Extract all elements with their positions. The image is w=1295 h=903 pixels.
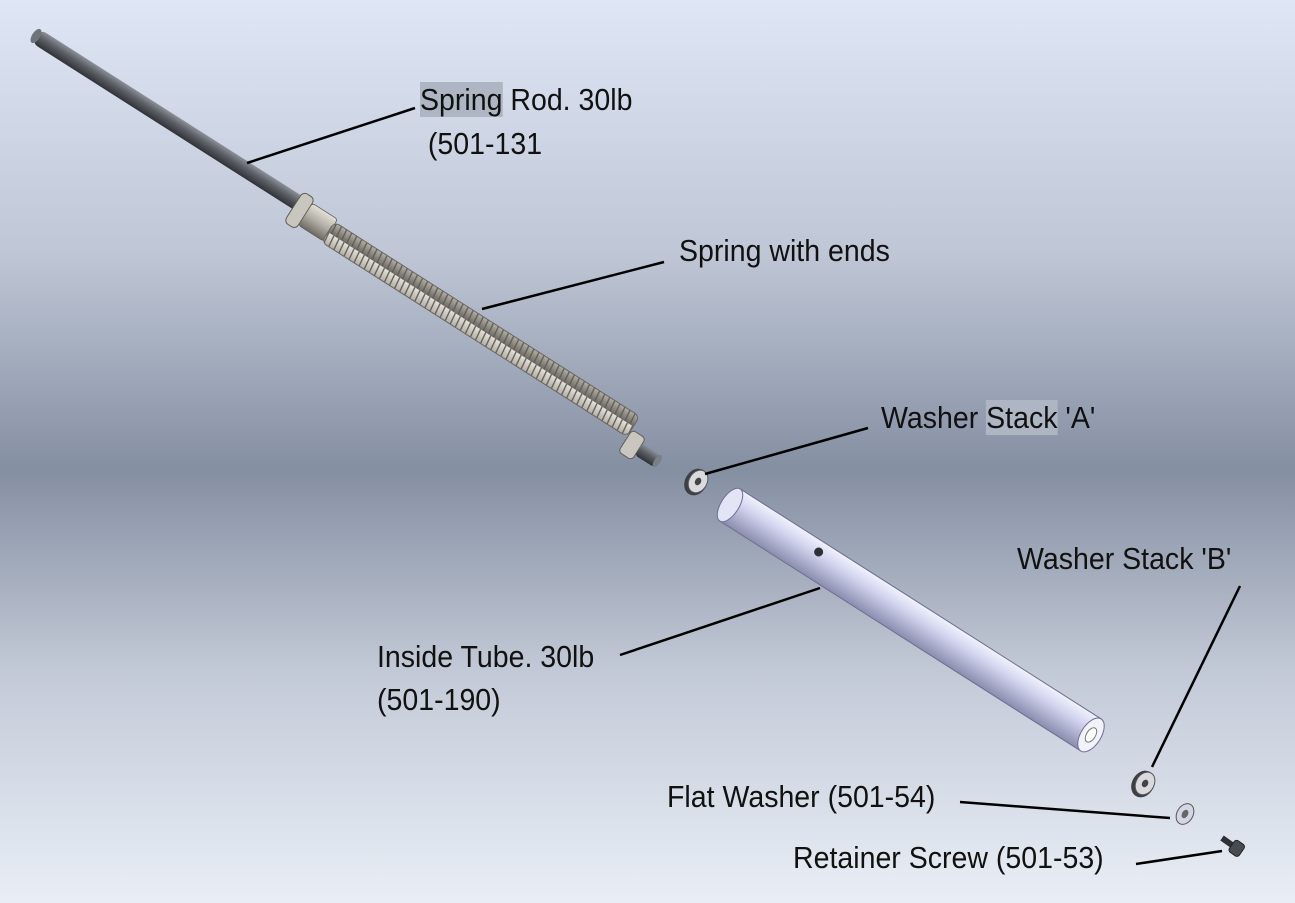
leader-washer-stack-a: [704, 426, 869, 476]
label-flat-washer: Flat Washer (501-54): [667, 779, 936, 814]
label-spring-rod-part: (501-131: [420, 126, 543, 161]
leader-spring-with-ends: [481, 260, 665, 311]
retainer-screw-shape: [1220, 835, 1245, 857]
spring-upper-end-cap: [285, 192, 337, 241]
label-washer-stack-a-pre: Washer: [881, 400, 987, 435]
washer-stack-a-shape: [684, 468, 709, 496]
spring-coil-shape: [323, 223, 638, 435]
label-washer-stack-a-highlight: Stack: [986, 400, 1058, 435]
label-spring-rod-rest: Rod. 30lb: [502, 82, 633, 117]
leader-inside-tube: [619, 586, 821, 657]
leader-washer-stack-b: [1150, 585, 1242, 768]
label-retainer-screw: Retainer Screw (501-53): [793, 840, 1104, 875]
washer-stack-b-shape: [1131, 770, 1156, 798]
label-washer-stack-a: Washer Stack 'A': [881, 400, 1095, 436]
leader-spring-rod: [246, 106, 416, 165]
inside-tube-shape: [716, 487, 1105, 753]
label-spring-with-ends: Spring with ends: [679, 233, 890, 268]
spring-lower-end-cap: [619, 430, 662, 468]
spring-rod-shape: [30, 28, 308, 213]
label-washer-stack-b: Washer Stack 'B': [1017, 541, 1232, 576]
label-washer-stack-a-rest: 'A': [1057, 400, 1096, 435]
label-inside-tube-line2: (501-190): [377, 682, 501, 717]
leader-retainer-screw: [1135, 849, 1223, 866]
label-inside-tube-line1: Inside Tube. 30lb: [377, 639, 595, 674]
label-spring-rod: Spring Rod. 30lb: [420, 82, 632, 118]
flat-washer-shape: [1175, 803, 1195, 825]
label-spring-rod-highlight: Spring: [420, 82, 503, 117]
leader-flat-washer: [959, 800, 1171, 820]
